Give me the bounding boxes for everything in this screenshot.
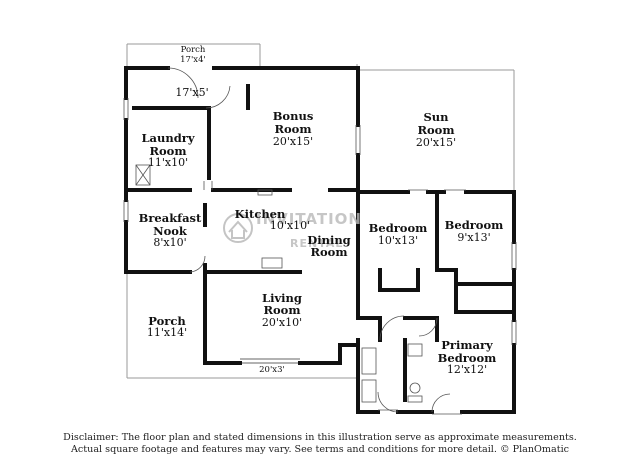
kitchen-dim: 10'x10' — [270, 219, 310, 232]
living-dim: 20'x10' — [262, 316, 302, 329]
breakfast-name-1: Breakfast — [139, 211, 202, 225]
walls — [124, 66, 516, 414]
closet-17x5-dim: 17'x5' — [175, 86, 208, 99]
laundry-name-1: Laundry — [141, 131, 194, 145]
bonus-name-1: Bonus — [273, 109, 314, 123]
sun-dim: 20'x15' — [416, 136, 456, 149]
porch-left-name: Porch — [148, 314, 186, 328]
disclaimer-line-2: Actual square footage and features may v… — [70, 444, 570, 455]
bedroom-1-dim: 10'x13' — [378, 234, 418, 247]
laundry-name-2: Room — [149, 144, 186, 158]
bedroom-2-dim: 9'x13' — [457, 231, 490, 244]
primary-name-1: Primary — [441, 338, 493, 352]
living-name-1: Living — [262, 291, 302, 305]
breakfast-name-2: Nook — [153, 224, 188, 238]
porch-top-dim: 17'x4' — [180, 55, 206, 65]
dining-name-1: Dining — [307, 233, 350, 247]
porch-left-dim: 11'x14' — [147, 326, 187, 339]
kitchen-name: Kitchen — [235, 207, 286, 221]
fixtures — [123, 67, 517, 415]
living-name-2: Room — [263, 303, 300, 317]
watermark-brand: INVITATION — [256, 210, 362, 228]
bonus-dim: 20'x15' — [273, 135, 313, 148]
room-labels: Porch 17'x4' 17'x5' Laundry Room 11'x10'… — [139, 45, 504, 376]
bedroom-2-name: Bedroom — [445, 218, 504, 232]
patio-dim: 20'x3' — [259, 365, 285, 375]
laundry-dim: 11'x10' — [148, 156, 188, 169]
watermark-sub: RENTAL — [290, 237, 343, 250]
porch-top-name: Porch — [181, 45, 206, 55]
breakfast-dim: 8'x10' — [153, 236, 186, 249]
sun-name-1: Sun — [423, 110, 449, 124]
primary-name-2: Bedroom — [438, 351, 497, 365]
bonus-name-2: Room — [274, 122, 311, 136]
watermark: INVITATION RENTAL — [223, 210, 362, 250]
dining-name-2: Room — [310, 245, 347, 259]
disclaimer: Disclaimer: The floor plan and stated di… — [0, 432, 640, 456]
watermark-house-icon — [228, 220, 248, 239]
watermark-logo-icon — [223, 213, 253, 243]
bedroom-1-name: Bedroom — [369, 221, 428, 235]
primary-dim: 12'x12' — [447, 363, 487, 376]
disclaimer-line-1: Disclaimer: The floor plan and stated di… — [63, 432, 577, 443]
sun-name-2: Room — [417, 123, 454, 137]
